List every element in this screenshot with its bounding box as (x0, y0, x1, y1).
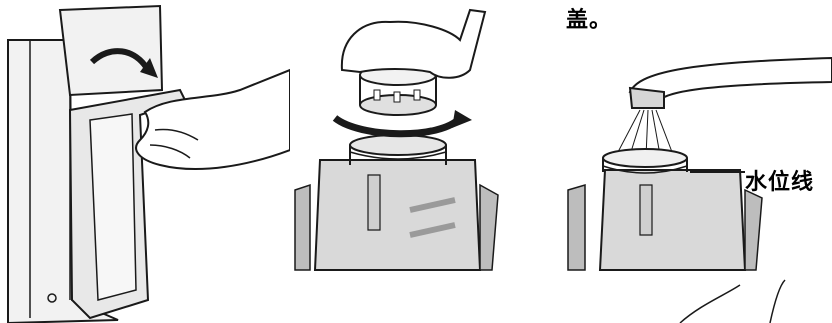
unscrew-cap-drawing (270, 0, 540, 323)
hand-on-cap (342, 10, 485, 78)
caption-fragment: 盖。 (566, 2, 612, 34)
illustration-unscrew-cap (270, 0, 540, 323)
tank-body (315, 160, 480, 270)
remove-tank-drawing (0, 0, 290, 323)
water-line-label: 水位线 (745, 164, 814, 196)
fill-water-drawing (540, 0, 832, 323)
illustration-fill-water (540, 0, 832, 323)
tank-body-fill (600, 170, 745, 270)
illustration-remove-tank (0, 0, 290, 323)
